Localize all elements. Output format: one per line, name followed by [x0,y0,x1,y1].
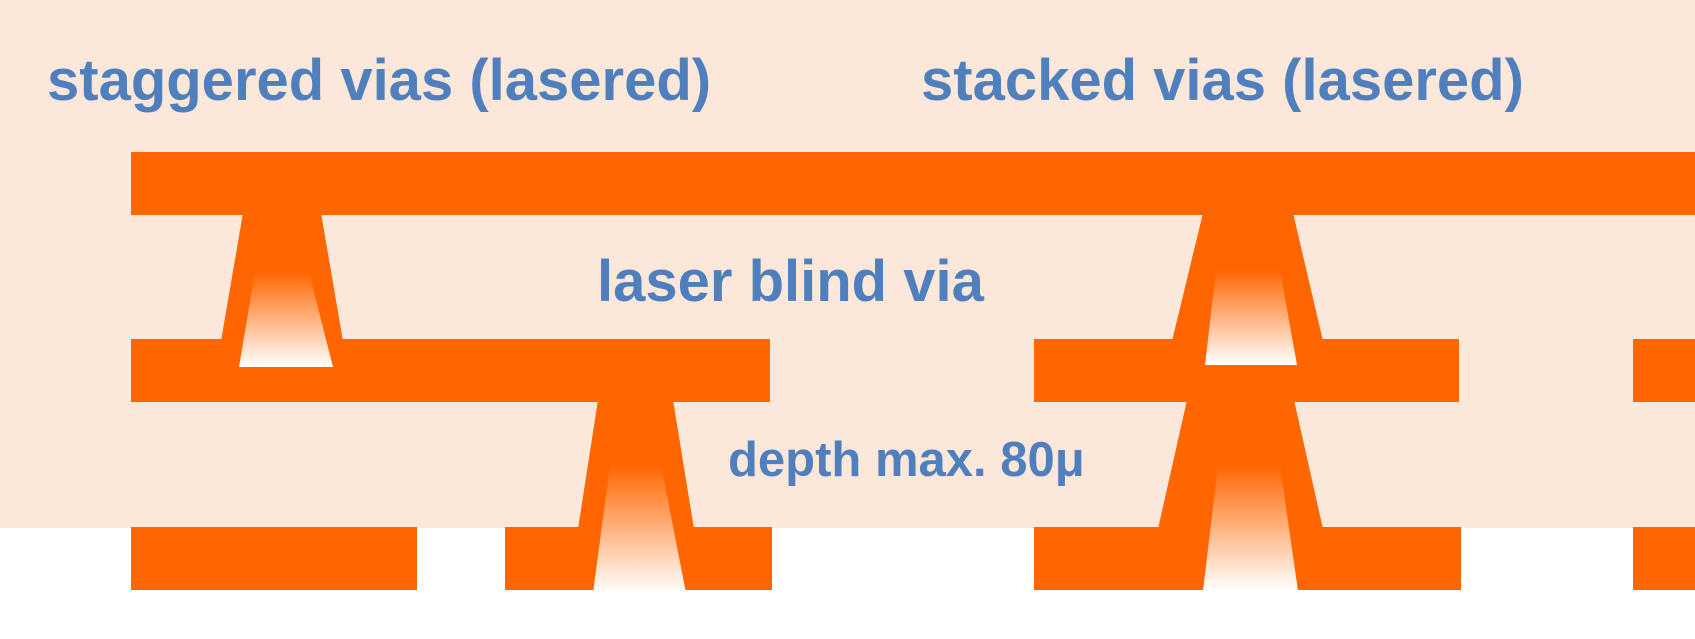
stacked-vias-title: stacked vias (lasered) [921,48,1524,113]
laser-blind-via-label: laser blind via [597,249,984,314]
copper-pad-bottom-4 [1633,527,1695,590]
copper-layer-top [131,152,1695,215]
copper-pad-middle-right [1633,339,1695,402]
staggered-vias-title: staggered vias (lasered) [47,48,712,113]
copper-pad-bottom-1 [131,527,417,590]
copper-pad-middle-left [131,339,770,402]
staggered-via-lower [578,400,694,593]
stacked-via-upper [1172,213,1323,365]
staggered-via-upper [221,213,343,367]
depth-note-label: depth max. 80μ [728,433,1085,487]
stacked-via-lower [1158,400,1323,591]
